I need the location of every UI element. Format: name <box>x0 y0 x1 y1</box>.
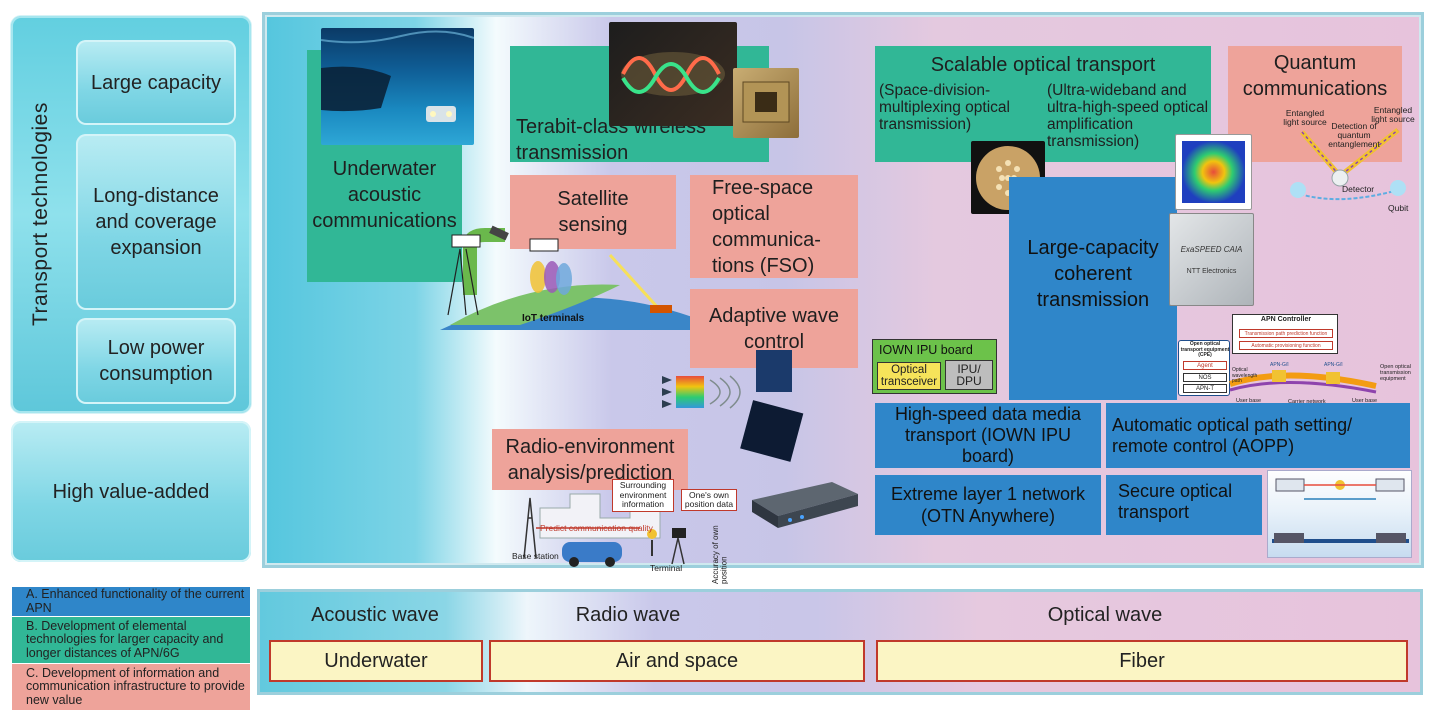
city-vehicle-icon <box>523 493 686 567</box>
chip-brand-label: ExaSPEED CAIA <box>1180 244 1243 254</box>
fso-box: Free-space optical communica-tions (FSO) <box>690 175 858 278</box>
server-photo <box>746 476 862 558</box>
entangled-source-right-label: Entangled light source <box>1371 105 1415 124</box>
acoustic-wave-label: Acoustic wave <box>311 604 439 626</box>
terahertz-beam-icon <box>621 52 725 96</box>
rack-server-icon <box>752 482 858 528</box>
optical-transceiver-block: Optical transceiver <box>877 362 941 390</box>
accuracy-label: Accuracy of own position <box>711 525 729 584</box>
highspeed-transport-box: High-speed data media transport (IOWN IP… <box>875 403 1101 468</box>
predict-quality-label: Predict communication quality <box>540 523 653 533</box>
terabit-device-photo <box>609 22 737 126</box>
base-station-label: Base station <box>512 551 559 561</box>
earth-network-icon <box>440 225 725 330</box>
ipu-dpu-block: IPU/ DPU <box>945 360 993 390</box>
air-space-medium-box: Air and space <box>489 640 865 682</box>
satellite-sensing-box: Satellite sensing <box>510 175 676 249</box>
high-value-added-box: High value-added <box>11 421 251 562</box>
chip-maker-label: NTT Electronics <box>1186 267 1237 275</box>
optical-path-icon <box>1229 370 1377 394</box>
large-capacity-box: Large capacity <box>76 40 236 125</box>
coherent-transmission-box: Large-capacity coherent transmission <box>1009 177 1177 400</box>
long-distance-box: Long-distance and coverage expansion <box>76 134 236 310</box>
adaptive-wave-figure <box>660 350 810 465</box>
apn-controller-figure: APN Controller Transmission path predict… <box>1176 310 1422 408</box>
radio-wave-label: Radio wave <box>575 604 681 626</box>
low-power-box: Low power consumption <box>76 318 236 404</box>
secure-transport-figure <box>1267 470 1412 558</box>
detector-label: Detector <box>1342 184 1375 194</box>
quantum-box: Quantum communications <box>1228 46 1402 162</box>
constellation-icon <box>1182 141 1245 203</box>
radio-environment-box: Radio-environment analysis/prediction <box>492 429 688 490</box>
transport-technologies-label: Transport technologies <box>29 102 52 327</box>
underwater-vehicle-icon <box>321 30 474 122</box>
optical-wave-label: Optical wave <box>1047 604 1163 626</box>
detection-entanglement-label: Detection of quantum entanglement <box>1328 121 1380 149</box>
surrounding-info-label: Surrounding environment information <box>612 479 674 512</box>
scalable-sub-sdm: (Space-division-multiplexing optical tra… <box>879 82 1010 133</box>
legend-b: B. Development of elemental technologies… <box>12 617 250 663</box>
iot-terminals-label: IoT terminals <box>522 313 585 324</box>
fiber-medium-box: Fiber <box>876 640 1408 682</box>
extreme-layer1-box: Extreme layer 1 network (OTN Anywhere) <box>875 475 1101 535</box>
quantum-key-distribution-icon <box>1272 478 1409 543</box>
own-position-label: One's own position data <box>681 489 737 511</box>
quantum-figure <box>1280 106 1420 216</box>
aopp-box: Automatic optical path setting/ remote c… <box>1106 403 1410 468</box>
underwater-medium-box: Underwater <box>269 640 483 682</box>
dsp-chip-photo: ExaSPEED CAIA NTT Electronics <box>1169 213 1254 306</box>
scalable-sub-ultra: (Ultra-wideband and ultra-high-speed opt… <box>1047 82 1209 150</box>
legend-a: A. Enhanced functionality of the current… <box>12 587 250 616</box>
entangled-source-left-label: Entangled light source <box>1283 108 1327 127</box>
terabit-chip-photo <box>733 68 799 138</box>
apn-controller-box: APN Controller Transmission path predict… <box>1232 314 1338 354</box>
legend-c: C. Development of information and commun… <box>12 664 250 710</box>
qubit-label: Qubit <box>1388 203 1409 213</box>
radio-environment-figure <box>500 478 760 570</box>
terminal-label: Terminal <box>650 563 683 573</box>
cpe-box: Open optical transport equipment (CPE) A… <box>1178 340 1230 396</box>
chip-icon <box>742 81 790 123</box>
entanglement-icon <box>1290 128 1406 201</box>
beam-forming-icon <box>662 350 804 462</box>
scalable-title: Scalable optical transport <box>930 54 1156 76</box>
underwater-photo <box>321 28 474 145</box>
iown-ipu-board: IOWN IPU board Optical transceiver IPU/ … <box>872 339 997 394</box>
satellite-earth-figure: IoT terminals <box>430 225 730 335</box>
secure-optical-box: Secure optical transport <box>1106 475 1262 535</box>
heatmap-photo <box>1175 134 1252 210</box>
